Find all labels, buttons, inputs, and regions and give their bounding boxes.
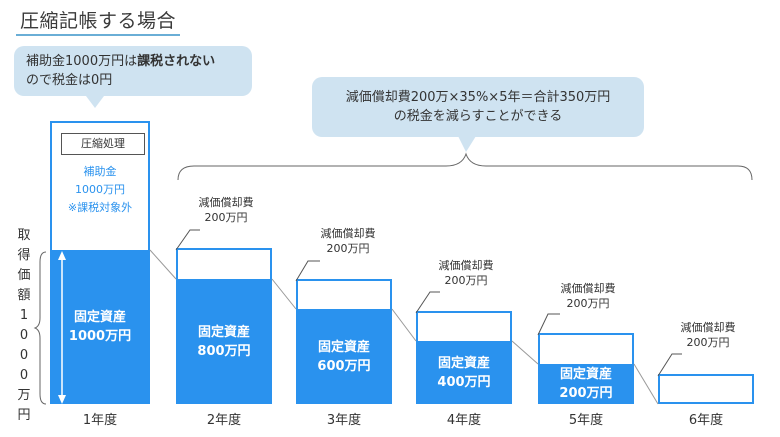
vertical-char: 額 <box>17 288 31 303</box>
connector-2-3 <box>271 278 297 310</box>
dep-title: 減価償却費 <box>680 321 736 334</box>
connector-1-2 <box>149 249 177 280</box>
leader-year-6 <box>657 353 682 377</box>
callout-line1-bold: 課税されない <box>137 54 216 69</box>
leader-year-3 <box>295 260 320 282</box>
callout-right-line1: 減価償却費200万×35%×5年＝合計350万円 <box>345 90 611 105</box>
callout-tail <box>86 96 104 108</box>
year-label-3: 3年度 <box>326 413 362 428</box>
depreciation-box-year-5 <box>538 333 634 366</box>
subsidy-line1: 補助金 <box>83 165 117 178</box>
callout-line2: ので税金は0円 <box>26 73 113 88</box>
vertical-char: 取 <box>17 228 31 243</box>
dep-title: 減価償却費 <box>198 196 254 209</box>
dep-value: 200万円 <box>326 242 370 255</box>
callout-tax-reduction: 減価償却費200万×35%×5年＝合計350万円 の税金を減らすことができる <box>312 77 644 137</box>
callout-line1-prefix: 補助金1000万円は <box>26 54 138 69</box>
leader-year-5 <box>537 313 560 336</box>
year-label-1: 1年度 <box>82 413 118 428</box>
asset-bar-year-2: 固定資産 800万円 <box>176 279 272 404</box>
vertical-char: 万 <box>17 388 31 403</box>
subsidy-line3: ※課税対象外 <box>67 201 133 214</box>
dep-value: 200万円 <box>204 211 248 224</box>
page-title: 圧縮記帳する場合 <box>20 10 177 32</box>
vertical-char: 得 <box>17 248 31 263</box>
subsidy-text: 補助金 1000万円 ※課税対象外 <box>52 163 148 217</box>
vertical-char: 円 <box>17 408 31 423</box>
leader-year-2 <box>175 229 200 251</box>
asset-value: 400万円 <box>437 374 491 390</box>
brace-years-2-6 <box>177 152 753 181</box>
arrow-up-head <box>58 251 66 260</box>
year-label-6: 6年度 <box>688 413 724 428</box>
asset-value: 800万円 <box>197 343 251 359</box>
connector-5-6 <box>633 363 659 405</box>
dep-value: 200万円 <box>566 297 610 310</box>
asset-value: 200万円 <box>559 386 613 401</box>
vertical-char: 0 <box>19 328 29 343</box>
depreciation-label-year-5: 減価償却費 200万円 <box>548 281 628 311</box>
asset-bar-year-1: 固定資産 1000万円 <box>50 250 150 404</box>
acquisition-price-vertical-label: 取 得 価 額 1 0 0 0 万 円 <box>14 226 34 426</box>
asset-bar-year-4: 固定資産 400万円 <box>416 341 512 404</box>
depreciation-label-year-6: 減価償却費 200万円 <box>668 320 748 350</box>
callout-subsidy-not-taxed: 補助金1000万円は課税されない ので税金は0円 <box>14 46 252 96</box>
dep-title: 減価償却費 <box>560 282 616 295</box>
asset-bar-year-5: 固定資産 200万円 <box>538 364 634 404</box>
connector-4-5 <box>511 340 539 365</box>
asset-value: 600万円 <box>317 358 371 374</box>
asset-bar-year-3: 固定資産 600万円 <box>296 309 392 404</box>
subsidy-line2: 1000万円 <box>75 183 125 196</box>
year-label-5: 5年度 <box>568 413 604 428</box>
dep-value: 200万円 <box>444 274 488 287</box>
dep-title: 減価償却費 <box>320 227 376 240</box>
vertical-char: 0 <box>19 348 29 363</box>
leader-year-4 <box>415 291 440 314</box>
vertical-char: 0 <box>19 368 29 383</box>
callout-right-tail <box>458 136 476 152</box>
bracket-acquisition-price <box>33 251 47 405</box>
asset-label: 固定資産 <box>559 367 612 382</box>
year-label-2: 2年度 <box>206 413 242 428</box>
depreciation-label-year-3: 減価償却費 200万円 <box>308 226 388 256</box>
asset-label: 固定資産 <box>73 310 126 325</box>
depreciation-box-year-6 <box>658 374 754 404</box>
dep-value: 200万円 <box>686 336 730 349</box>
title-underline <box>16 34 180 36</box>
asset-value: 1000万円 <box>68 329 132 344</box>
depreciation-box-year-3 <box>296 279 392 311</box>
callout-right-line2: の税金を減らすことができる <box>393 109 563 124</box>
arrow-down-head <box>58 395 66 404</box>
vertical-char: 価 <box>17 268 31 283</box>
depreciation-label-year-4: 減価償却費 200万円 <box>426 258 506 288</box>
depreciation-label-year-2: 減価償却費 200万円 <box>186 195 266 225</box>
asset-label: 固定資産 <box>197 324 250 340</box>
asset-label: 固定資産 <box>437 355 490 371</box>
vertical-char: 1 <box>19 308 29 323</box>
asset-label: 固定資産 <box>317 339 370 355</box>
compression-process-box: 圧縮処理 <box>61 133 145 155</box>
connector-3-4 <box>391 308 417 342</box>
year-label-4: 4年度 <box>446 413 482 428</box>
dep-title: 減価償却費 <box>438 259 494 272</box>
